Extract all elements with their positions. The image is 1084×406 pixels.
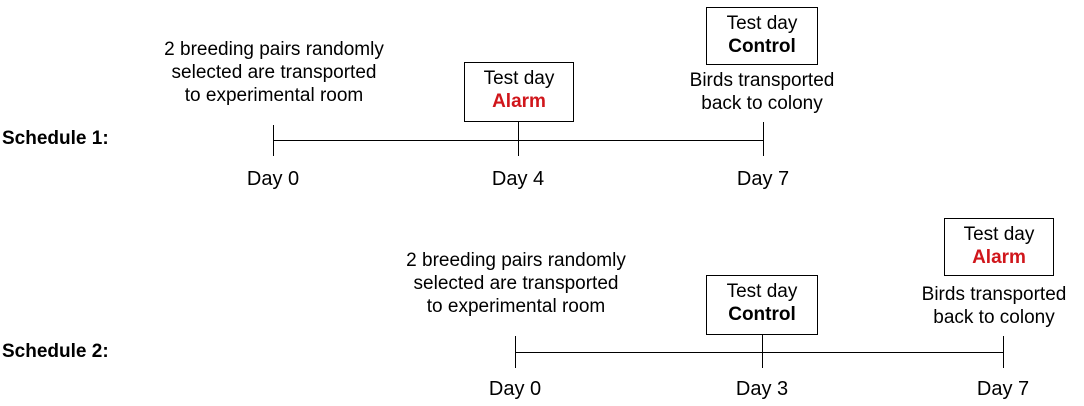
schedule-1-test2-title: Test day bbox=[726, 13, 798, 34]
schedule-1-intro-line-1: 2 breeding pairs randomly bbox=[164, 39, 384, 60]
schedule-1-tick-day4 bbox=[518, 122, 519, 156]
schedule-1-return-text: Birds transported back to colony bbox=[662, 69, 862, 115]
schedule-2-timeline bbox=[515, 352, 1004, 353]
schedule-1-day-0: Day 0 bbox=[246, 168, 300, 190]
schedule-2-day-7: Day 7 bbox=[976, 378, 1030, 400]
schedule-2-return-text: Birds transported back to colony bbox=[904, 283, 1084, 329]
schedule-1-day-7: Day 7 bbox=[736, 168, 790, 190]
schedule-2-intro-line-3: to experimental room bbox=[426, 296, 606, 317]
schedule-1-intro-line-2: selected are transported bbox=[171, 62, 377, 83]
schedule-2-return-line-2: back to colony bbox=[933, 307, 1055, 328]
schedule-1-intro-text: 2 breeding pairs randomly selected are t… bbox=[134, 38, 414, 107]
schedule-2-tick-day7 bbox=[1003, 336, 1004, 368]
schedule-2-test-box-day3: Test day Control bbox=[706, 275, 818, 335]
schedule-2-tick-day3 bbox=[762, 335, 763, 368]
schedule-2-intro-line-2: selected are transported bbox=[413, 273, 619, 294]
schedule-1-tick-day7 bbox=[763, 122, 764, 156]
schedule-1-test1-title: Test day bbox=[483, 68, 555, 89]
schedule-2-intro-text: 2 breeding pairs randomly selected are t… bbox=[376, 249, 656, 318]
schedule-2-day-0: Day 0 bbox=[488, 378, 542, 400]
schedule-1-test1-condition: Alarm bbox=[492, 91, 546, 112]
schedule-1-test2-condition: Control bbox=[728, 36, 796, 57]
schedule-2-test2-title: Test day bbox=[963, 224, 1035, 245]
schedule-2-test1-condition: Control bbox=[728, 304, 796, 325]
schedule-1-label: Schedule 1: bbox=[2, 128, 109, 149]
schedule-1-intro-line-3: to experimental room bbox=[184, 85, 364, 106]
schedule-2-label: Schedule 2: bbox=[2, 341, 109, 362]
schedule-2-return-line-1: Birds transported bbox=[921, 284, 1067, 305]
schedule-1-return-line-1: Birds transported bbox=[689, 70, 835, 91]
schedule-1-day-4: Day 4 bbox=[491, 168, 545, 190]
schedule-1-test-box-day7: Test day Control bbox=[706, 7, 818, 65]
schedule-2-test2-condition: Alarm bbox=[972, 247, 1026, 268]
schedule-2-test1-title: Test day bbox=[726, 281, 798, 302]
schedule-1-tick-day0 bbox=[273, 125, 274, 156]
schedule-1-test-box-day4: Test day Alarm bbox=[464, 62, 574, 122]
schedule-2-day-3: Day 3 bbox=[735, 378, 789, 400]
schedule-2-test-box-day7: Test day Alarm bbox=[944, 218, 1054, 276]
schedule-2-intro-line-1: 2 breeding pairs randomly bbox=[406, 250, 626, 271]
schedule-2-tick-day0 bbox=[515, 336, 516, 368]
schedule-1-return-line-2: back to colony bbox=[701, 93, 823, 114]
